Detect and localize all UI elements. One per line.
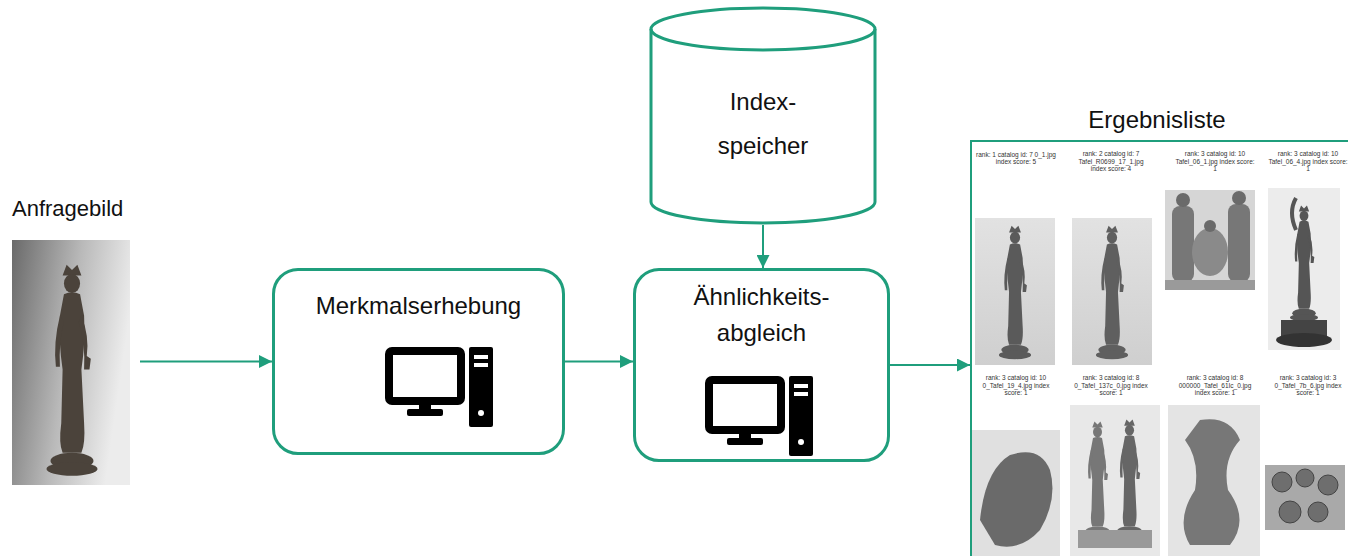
- result-thumbnail: [975, 218, 1055, 365]
- medallion: [1296, 469, 1314, 487]
- result-thumbnail: [1070, 405, 1160, 556]
- panel-heading: Ergebnisliste: [1088, 106, 1225, 134]
- computer-icon: [389, 347, 493, 427]
- process-box: Merkmalserhebung: [272, 268, 565, 455]
- image-heading: Anfragebild: [12, 196, 123, 222]
- porcelain-figure: [1083, 422, 1112, 540]
- result-thumbnail: [1072, 218, 1152, 365]
- query-image: Anfragebild: [10, 196, 140, 488]
- flow-arrow: [140, 361, 272, 363]
- raised-arm: [1292, 198, 1296, 230]
- medallion: [1279, 501, 1301, 523]
- database-cylinder: Index- speicher: [648, 5, 878, 225]
- medallion: [1272, 472, 1292, 492]
- relief-base: [1165, 280, 1255, 290]
- flow-arrow: [762, 225, 764, 268]
- porcelain-figure: [1115, 420, 1144, 540]
- process-box: Ähnlichkeits- abgleich: [633, 268, 890, 462]
- result-panel: Ergebnislisterank: 1 catalog id: 7 0_1.j…: [970, 140, 1348, 556]
- flow-arrow: [565, 361, 633, 363]
- result-thumbnail: [1168, 405, 1260, 556]
- result-thumbnail: [1268, 188, 1340, 350]
- relief-figure: [1228, 204, 1250, 282]
- statue-figure: [46, 265, 97, 476]
- result-caption: rank: 2 catalog id: 7 Tafel_R0699_17_1.j…: [1071, 150, 1151, 173]
- result-caption: rank: 3 catalog id: 10 0_Tafel_19_4.jpg …: [976, 374, 1056, 397]
- photo-background: [12, 240, 130, 485]
- result-caption: rank: 3 catalog id: 8 0_Tafel_137c_0.jpg…: [1071, 374, 1151, 397]
- result-caption: rank: 3 catalog id: 10 Tafel_06_1.jpg in…: [1175, 150, 1255, 173]
- process-label: Merkmalserhebung: [316, 291, 521, 321]
- cylinder-rim: [651, 29, 875, 50]
- database-label: Index- speicher: [703, 80, 823, 168]
- vase-shape: [1184, 419, 1240, 545]
- result-caption: rank: 3 catalog id: 8 000000_Tafel_61Ic_…: [1175, 374, 1255, 397]
- relief-figure: [1172, 206, 1194, 282]
- result-caption: rank: 3 catalog id: 3 0_Tafel_7b_6.jpg i…: [1268, 374, 1348, 397]
- relief-figure: [1204, 220, 1216, 232]
- pedestal: [1276, 333, 1332, 347]
- statue-figure: [1096, 226, 1128, 359]
- figure-base: [1078, 530, 1152, 548]
- result-thumbnail: [1165, 190, 1255, 290]
- relief-figure: [1192, 228, 1228, 276]
- result-caption: rank: 3 catalog id: 10 Tafel_06_4.jpg in…: [1268, 150, 1348, 173]
- relief-figure: [1176, 193, 1190, 207]
- relief-figure: [1232, 191, 1246, 205]
- process-label: Ähnlichkeits- abgleich: [656, 279, 867, 351]
- medallion: [1318, 475, 1338, 495]
- flow-arrow: [890, 364, 970, 366]
- porcelain-group: [980, 452, 1052, 547]
- result-caption: rank: 1 catalog id: 7 0_1.jpg index scor…: [976, 151, 1056, 166]
- computer-icon: [709, 376, 813, 456]
- cylinder-body: [651, 8, 875, 223]
- result-thumbnail: [1265, 465, 1345, 530]
- result-thumbnail: [972, 430, 1060, 556]
- medallion: [1308, 502, 1328, 522]
- statue-figure: [999, 226, 1031, 359]
